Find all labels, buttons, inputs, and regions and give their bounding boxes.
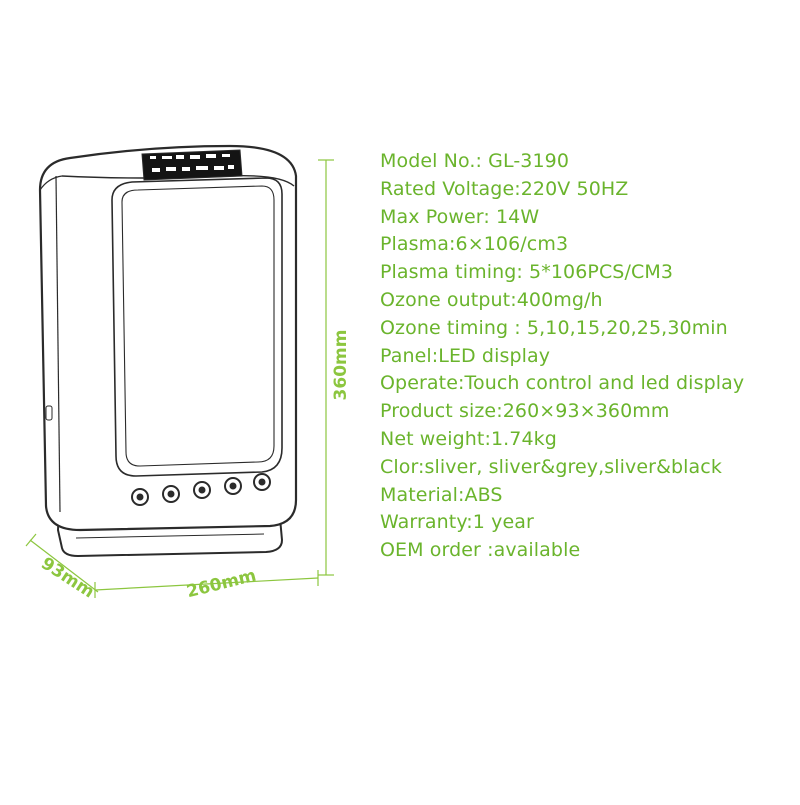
spec-max-power: Max Power: 14W (380, 205, 540, 228)
spec-rated-voltage: Rated Voltage:220V 50HZ (380, 177, 629, 200)
width-dimension-line (94, 577, 319, 591)
spec-oem-order: OEM order :available (380, 539, 581, 562)
control-buttons (131, 473, 271, 506)
spec-color: Clor:sliver, sliver&grey,sliver&black (380, 455, 722, 478)
spec-ozone-output: Ozone output:400mg/h (380, 288, 603, 311)
button-3 (193, 481, 211, 499)
spec-net-weight: Net weight:1.74kg (380, 427, 557, 450)
depth-dimension-line (29, 539, 99, 593)
led-display (141, 149, 243, 181)
spec-model-number: Model No.: GL-3190 (380, 150, 570, 172)
button-1 (131, 488, 149, 506)
button-4 (224, 477, 242, 495)
unit-body (38, 144, 298, 532)
spec-panel: Panel:LED display (380, 344, 551, 367)
air-purifier-drawing (25, 144, 334, 598)
product-illustration: 360mm 260mm 93mm (0, 0, 360, 800)
spec-list: Model No.: GL-3190 Rated Voltage:220V 50… (380, 148, 744, 565)
spec-warranty: Warranty:1 year (380, 511, 534, 534)
spec-ozone-timing: Ozone timing : 5,10,15,20,25,30min (380, 316, 728, 339)
button-5 (253, 473, 271, 491)
spec-operate: Operate:Touch control and led display (380, 372, 745, 395)
spec-plasma-timing: Plasma timing: 5*106PCS/CM3 (380, 261, 674, 284)
height-dimension-label: 360mm (331, 329, 351, 401)
spec-material: Material:ABS (380, 483, 503, 506)
spec-plasma: Plasma:6×106/cm3 (380, 233, 569, 256)
dimension-lines (25, 159, 334, 598)
spec-product-size: Product size:260×93×360mm (380, 400, 670, 423)
button-2 (162, 485, 180, 503)
